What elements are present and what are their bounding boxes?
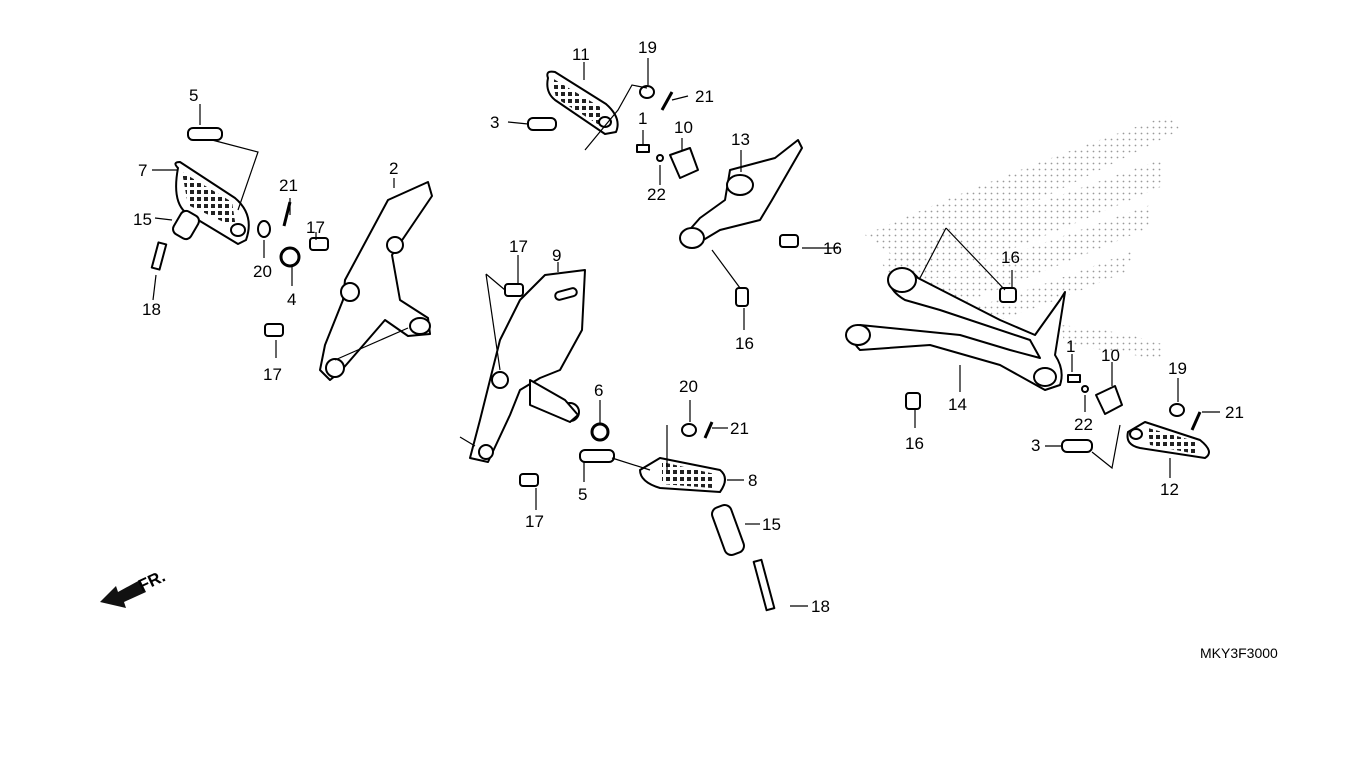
callout: 21 xyxy=(1225,403,1244,422)
bracket-hole xyxy=(340,282,360,302)
collar xyxy=(172,209,200,241)
bolt xyxy=(779,234,799,248)
pin xyxy=(187,127,223,141)
callout: 10 xyxy=(1101,346,1120,365)
callout: 14 xyxy=(948,395,967,414)
left-rider-footpeg-assembly xyxy=(150,104,433,381)
heel-guard-plate xyxy=(469,269,586,463)
callout: 2 xyxy=(389,159,398,178)
passenger-footpeg-assembly-right xyxy=(820,227,1220,478)
spring xyxy=(590,422,610,442)
pin xyxy=(527,117,557,131)
callout: 1 xyxy=(638,109,647,128)
callout: 17 xyxy=(263,365,282,384)
callout-labels: 1 1 2 3 3 4 5 5 6 7 8 9 10 10 11 12 13 1… xyxy=(133,38,1244,616)
callout: 10 xyxy=(674,118,693,137)
dotted-highlight xyxy=(865,115,1180,360)
spring xyxy=(1067,374,1081,383)
callout: 16 xyxy=(823,239,842,258)
pin xyxy=(1061,439,1093,453)
callout: 18 xyxy=(811,597,830,616)
callout: 15 xyxy=(762,515,781,534)
callout: 21 xyxy=(695,87,714,106)
pivot-boss xyxy=(409,317,431,335)
ball xyxy=(1081,385,1089,393)
pin xyxy=(579,449,615,463)
arrow-icon xyxy=(100,580,146,608)
passenger-step-holder-long xyxy=(851,269,1066,391)
bolt xyxy=(309,237,329,251)
callout: 5 xyxy=(578,485,587,504)
callout: 8 xyxy=(748,471,757,490)
cotter-pin xyxy=(660,91,674,111)
callout: 22 xyxy=(647,185,666,204)
bolt xyxy=(999,287,1017,303)
callout: 17 xyxy=(525,512,544,531)
center-step-plate-assembly xyxy=(459,255,808,612)
callout: 17 xyxy=(306,218,325,237)
passenger-footpeg-assembly-upper xyxy=(507,58,820,330)
callout: 7 xyxy=(138,161,147,180)
bracket-hole xyxy=(325,358,345,378)
callout: 16 xyxy=(905,434,924,453)
front-direction-arrow: FR. xyxy=(100,567,168,608)
callout: 19 xyxy=(1168,359,1187,378)
spring xyxy=(279,246,301,268)
bolt xyxy=(504,283,524,297)
bolt xyxy=(519,473,539,487)
callout: 17 xyxy=(509,237,528,256)
callout: 9 xyxy=(552,246,561,265)
callout: 13 xyxy=(731,130,750,149)
bolt xyxy=(150,241,168,271)
callout: 6 xyxy=(594,381,603,400)
washer xyxy=(639,85,655,99)
callout: 15 xyxy=(133,210,152,229)
right-step-holder xyxy=(319,181,433,381)
detent-plate xyxy=(669,147,699,179)
cotter-pin xyxy=(1190,411,1202,431)
callout: 20 xyxy=(679,377,698,396)
callout: 11 xyxy=(572,45,590,64)
bolt xyxy=(752,558,776,612)
callout: 21 xyxy=(730,419,749,438)
collar xyxy=(711,504,745,556)
callout: 19 xyxy=(638,38,657,57)
spring xyxy=(636,144,650,153)
callout: 12 xyxy=(1160,480,1179,499)
callout: 21 xyxy=(279,176,298,195)
ball xyxy=(656,154,664,162)
cotter-pin xyxy=(703,421,714,439)
bolt xyxy=(264,323,284,337)
callout: 5 xyxy=(189,86,198,105)
bracket-hole xyxy=(386,236,404,254)
callout: 1 xyxy=(1066,337,1075,356)
washer xyxy=(681,423,697,437)
drawing-code: MKY3F3000 xyxy=(1200,645,1278,661)
bolt xyxy=(905,392,921,410)
washer xyxy=(257,220,271,238)
callout: 16 xyxy=(735,334,754,353)
callout: 3 xyxy=(490,113,499,132)
callout: 20 xyxy=(253,262,272,281)
cotter-pin xyxy=(282,201,292,227)
callout: 18 xyxy=(142,300,161,319)
callout: 3 xyxy=(1031,436,1040,455)
detent-plate xyxy=(1095,385,1123,415)
callout: 16 xyxy=(1001,248,1020,267)
washer xyxy=(1169,403,1185,417)
bolt xyxy=(735,287,749,307)
callout: 22 xyxy=(1074,415,1093,434)
callout: 4 xyxy=(287,290,296,309)
